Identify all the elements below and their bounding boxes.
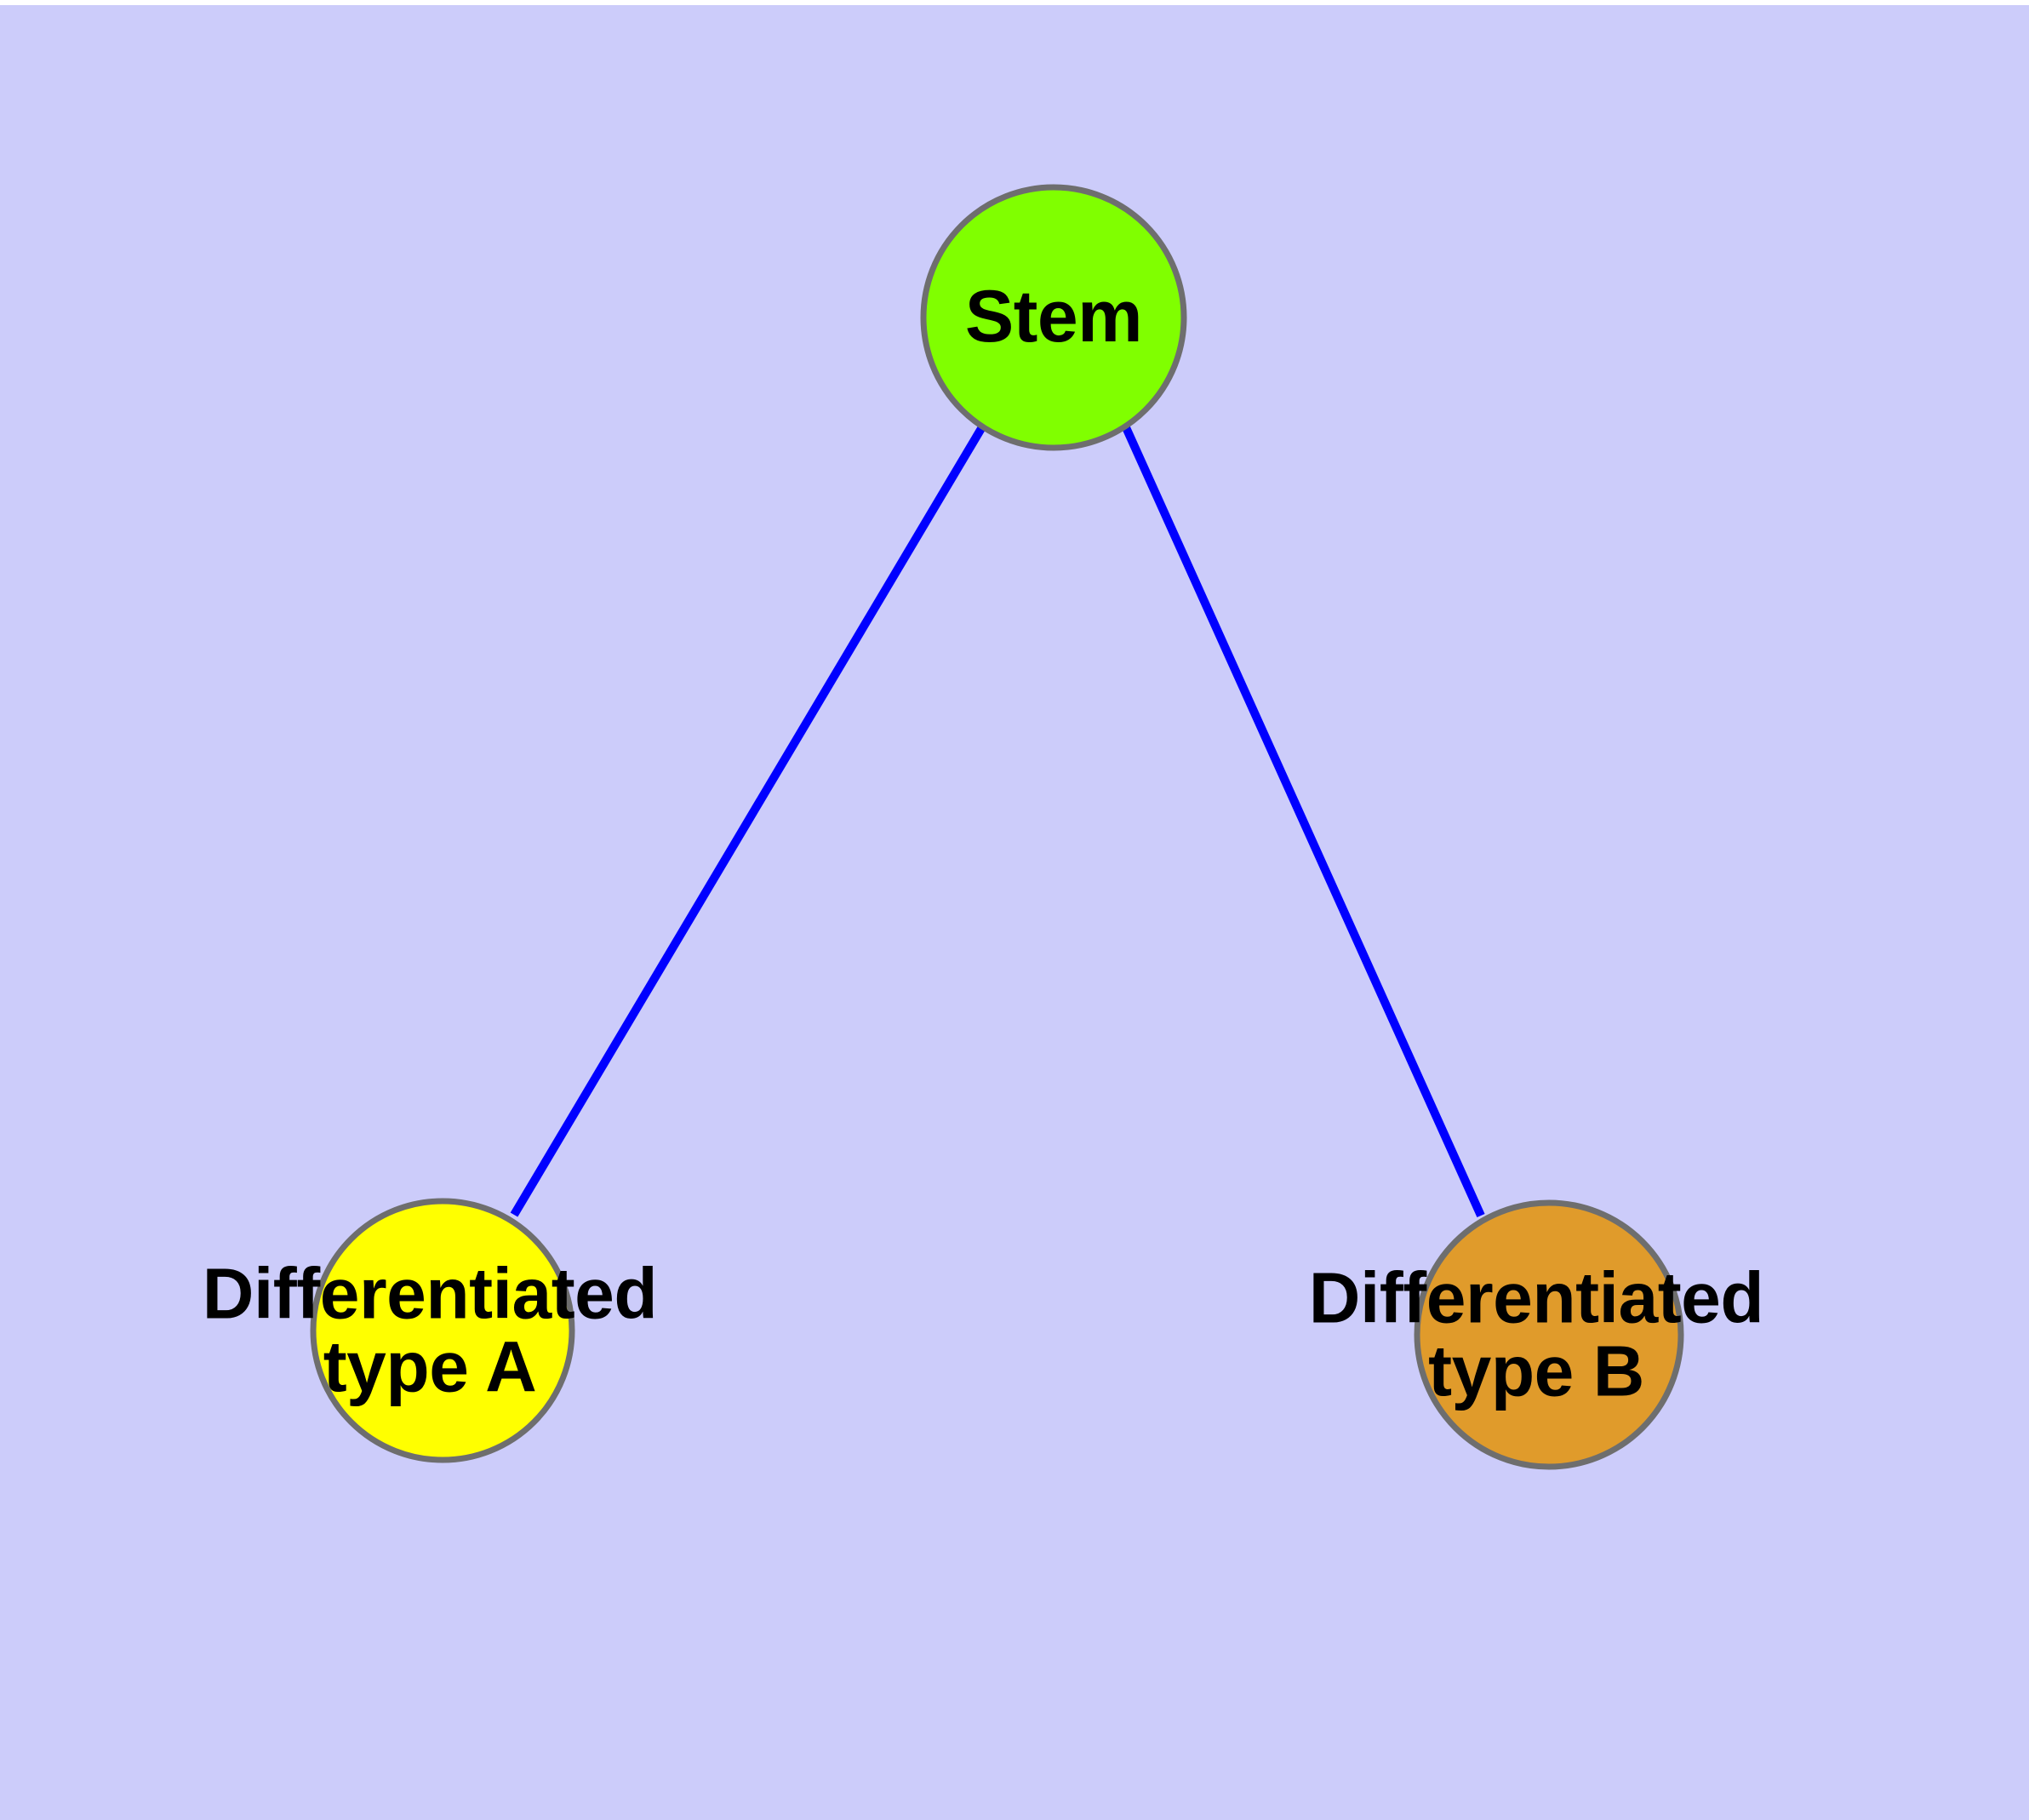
node-label-differentiated-type-a-line2: type A xyxy=(323,1326,537,1406)
node-layer xyxy=(310,184,1684,1470)
node-stem[interactable] xyxy=(920,184,1187,451)
node-label-differentiated-type-b-line2: type B xyxy=(1428,1331,1644,1411)
node-label-differentiated-type-a-line1: Differentiated xyxy=(202,1253,658,1334)
node-differentiated-type-a[interactable] xyxy=(310,1198,575,1463)
node-label-differentiated-type-b-line1: Differentiated xyxy=(1308,1257,1764,1338)
edge-stem-to-differentiated-a[interactable] xyxy=(510,423,987,1217)
node-label-stem-line1: Stem xyxy=(964,276,1143,358)
node-label-stem: Stem xyxy=(965,279,1143,355)
node-differentiated-type-b[interactable] xyxy=(1414,1199,1684,1470)
edge-layer xyxy=(510,423,1485,1218)
edge-stem-to-differentiated-b[interactable] xyxy=(1121,423,1485,1218)
